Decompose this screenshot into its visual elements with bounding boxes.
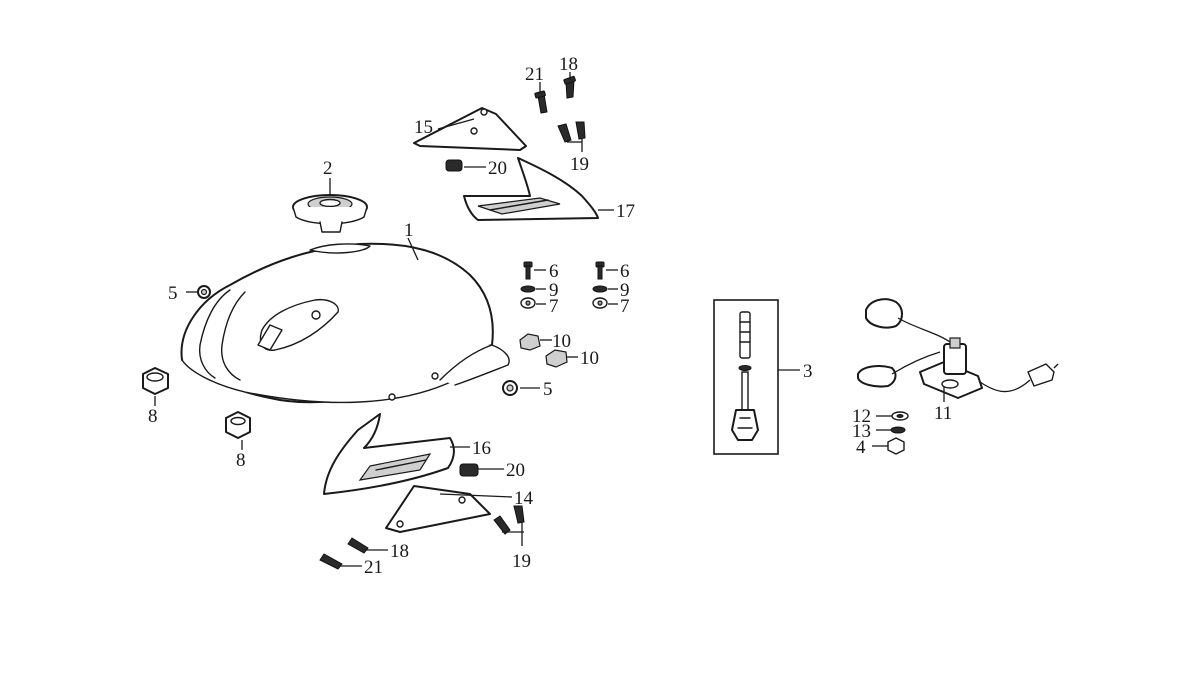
screw-18-lower [347, 537, 369, 554]
callout-9-b: 9 [620, 280, 630, 301]
callout-labels: 1 2 5 8 8 5 6 6 9 9 7 7 10 10 15 20 17 2… [148, 54, 952, 578]
washer-12 [891, 411, 909, 421]
fuel-tank [180, 242, 510, 404]
screw-18-upper [563, 75, 576, 99]
hex-nut-left [142, 367, 169, 395]
callout-13: 13 [852, 421, 871, 442]
lower-bracket-14 [385, 485, 491, 533]
callout-5-left: 5 [168, 283, 178, 304]
clip-nut-20-lower [459, 463, 479, 477]
fuel-tap-box [713, 299, 779, 455]
callout-21-lower: 21 [364, 557, 383, 578]
screw-19-upper [557, 121, 586, 143]
callout-10-upper: 10 [552, 331, 571, 352]
callout-11: 11 [934, 403, 952, 424]
callout-15: 15 [414, 117, 433, 138]
spacer-10-upper [519, 333, 541, 351]
hex-nut-bottom [225, 411, 251, 439]
callout-17: 17 [616, 201, 635, 222]
callout-18-upper: 18 [559, 54, 578, 75]
callout-1: 1 [404, 220, 414, 241]
callout-10-lower: 10 [580, 348, 599, 369]
callout-3: 3 [803, 361, 813, 382]
screw-21-lower [319, 553, 343, 570]
bolt-set-b [592, 261, 608, 309]
grommet-5-left [197, 285, 211, 299]
bolt-set-a [520, 261, 536, 309]
callout-12: 12 [852, 406, 871, 427]
nut-4 [887, 437, 905, 455]
clip-nut-20-upper [445, 159, 463, 172]
upper-bracket-15 [413, 107, 527, 151]
screw-19-lower [493, 505, 525, 535]
callout-8-left: 8 [148, 406, 158, 427]
callout-2: 2 [323, 158, 333, 179]
callout-4: 4 [856, 437, 866, 458]
leader-lines [154, 72, 945, 567]
callout-6-a: 6 [549, 261, 559, 282]
callout-8-bottom: 8 [236, 450, 246, 471]
callout-5-right: 5 [543, 379, 553, 400]
side-cover-16 [323, 413, 455, 495]
callout-9-a: 9 [549, 280, 559, 301]
callout-7-b: 7 [620, 296, 630, 317]
callout-14: 14 [514, 488, 534, 509]
callout-19-upper: 19 [570, 154, 589, 175]
callout-20-upper: 20 [488, 158, 507, 179]
screw-21-upper [534, 90, 548, 114]
grommet-5-right [502, 380, 518, 396]
fuel-cap [292, 194, 368, 233]
washer-13 [890, 426, 906, 434]
spacer-10-lower [545, 349, 568, 368]
callout-21-upper: 21 [525, 64, 544, 85]
callout-16: 16 [472, 438, 491, 459]
fuel-sensor [857, 298, 1059, 399]
callout-7-a: 7 [549, 296, 559, 317]
callout-19-lower: 19 [512, 551, 531, 572]
callout-20-lower: 20 [506, 460, 525, 481]
callout-6-b: 6 [620, 261, 630, 282]
callout-18-lower: 18 [390, 541, 409, 562]
side-cover-17 [463, 157, 599, 221]
